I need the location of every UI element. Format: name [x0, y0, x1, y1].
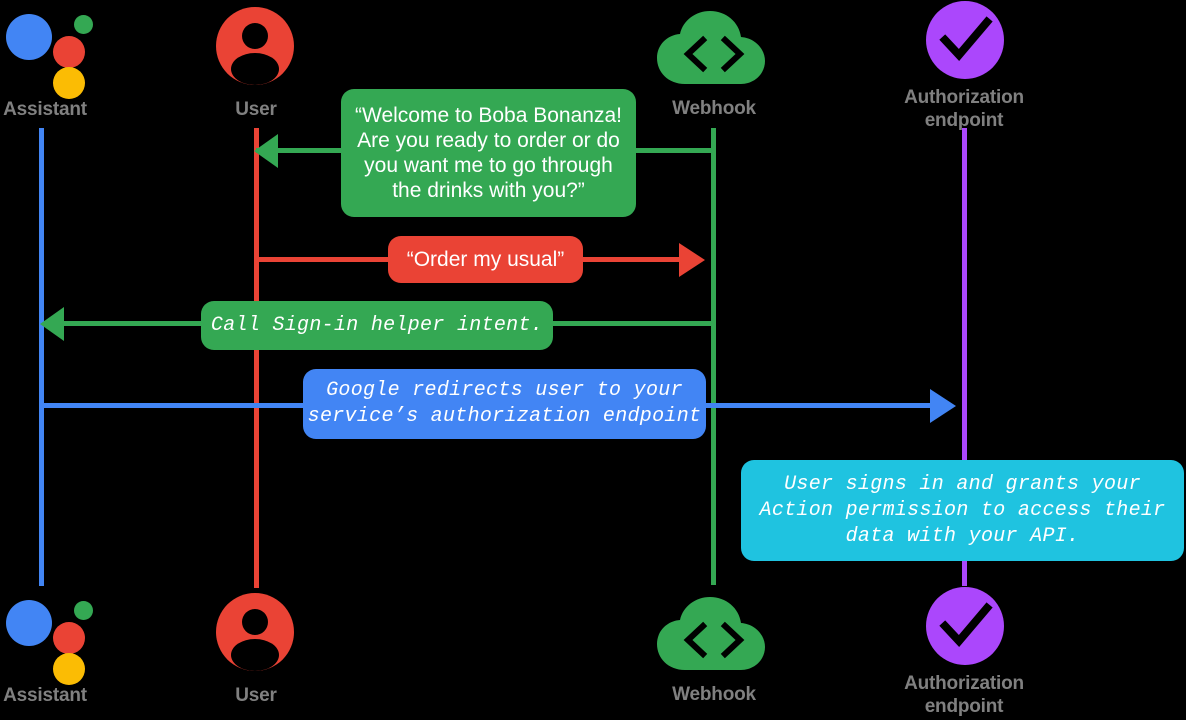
- arrow-head-welcome: [254, 134, 278, 168]
- user-avatar-icon-bottom: [215, 592, 295, 672]
- message-bubble-google-redirects: Google redirects user to your service’s …: [303, 369, 706, 439]
- actor-label-assistant: Assistant: [3, 99, 87, 120]
- actor-label-assistant-bottom: Assistant: [3, 685, 87, 706]
- lifeline-webhook: [711, 128, 716, 585]
- actor-label-webhook: Webhook: [672, 98, 756, 119]
- purple-check-circle-icon-bottom: [925, 586, 1005, 666]
- actor-label-user: User: [235, 99, 277, 120]
- arrow-head-google-redirects: [930, 389, 956, 423]
- actor-label-authorization: Authorization endpoint: [904, 87, 1024, 131]
- arrow-head-order-my-usual: [679, 243, 705, 277]
- lifeline-user: [254, 128, 259, 588]
- purple-check-circle-icon: [925, 0, 1005, 80]
- actor-label-authorization-bottom: Authorization endpoint: [904, 673, 1024, 717]
- message-bubble-user-signs-in: User signs in and grants your Action per…: [741, 460, 1184, 561]
- google-assistant-dots-icon-bottom: [6, 596, 93, 685]
- google-assistant-dots-icon: [6, 10, 93, 99]
- lifeline-assistant: [39, 128, 44, 586]
- message-bubble-order-my-usual: “Order my usual”: [388, 236, 583, 283]
- message-bubble-call-signin-helper: Call Sign-in helper intent.: [201, 301, 553, 350]
- actor-label-user-bottom: User: [235, 685, 277, 706]
- arrow-head-call-signin-helper: [40, 307, 64, 341]
- cloud-code-icon: [655, 10, 773, 88]
- message-bubble-welcome: “Welcome to Boba Bonanza! Are you ready …: [341, 89, 636, 217]
- actor-label-webhook-bottom: Webhook: [672, 684, 756, 705]
- user-avatar-icon: [215, 6, 295, 86]
- lifeline-authorization: [962, 128, 967, 586]
- cloud-code-icon-bottom: [655, 596, 773, 674]
